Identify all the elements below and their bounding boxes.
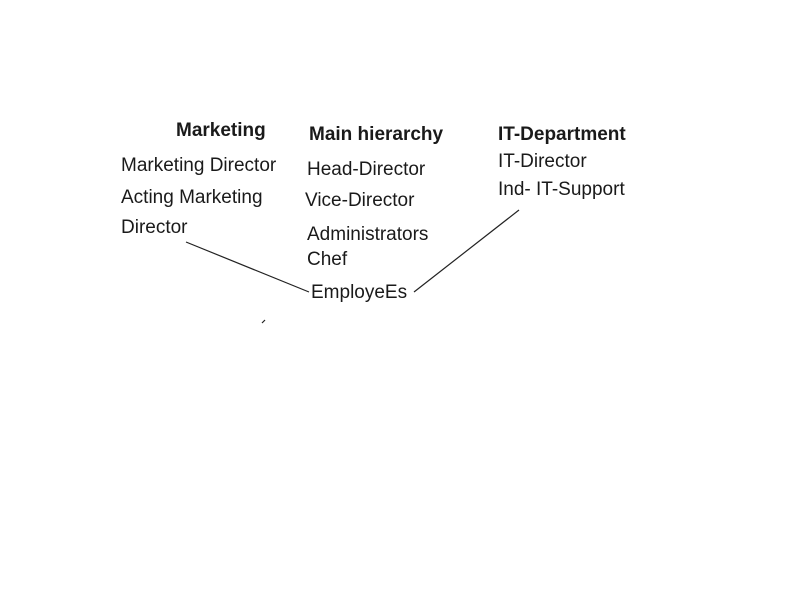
main-item-2: Vice-Director bbox=[305, 190, 415, 211]
it-department-heading: IT-Department bbox=[498, 124, 626, 145]
employees-node: EmployeEs bbox=[311, 282, 408, 303]
marketing-heading: Marketing bbox=[176, 120, 266, 141]
main-item-4: Chef bbox=[307, 249, 348, 270]
main-item-3: Administrators bbox=[307, 224, 429, 245]
it-item-1: IT-Director bbox=[498, 151, 587, 172]
main-hierarchy-heading: Main hierarchy bbox=[309, 124, 444, 145]
connector-marketing-to-employees bbox=[185, 241, 310, 293]
marketing-item-2: Acting Marketing bbox=[121, 187, 263, 208]
it-item-2: Ind- IT-Support bbox=[498, 179, 625, 200]
marketing-item-1: Marketing Director bbox=[121, 155, 277, 176]
main-item-1: Head-Director bbox=[307, 159, 426, 180]
connector-it-to-employees bbox=[413, 209, 520, 293]
marketing-item-3: Director bbox=[121, 217, 188, 238]
stray-mark bbox=[261, 319, 266, 324]
